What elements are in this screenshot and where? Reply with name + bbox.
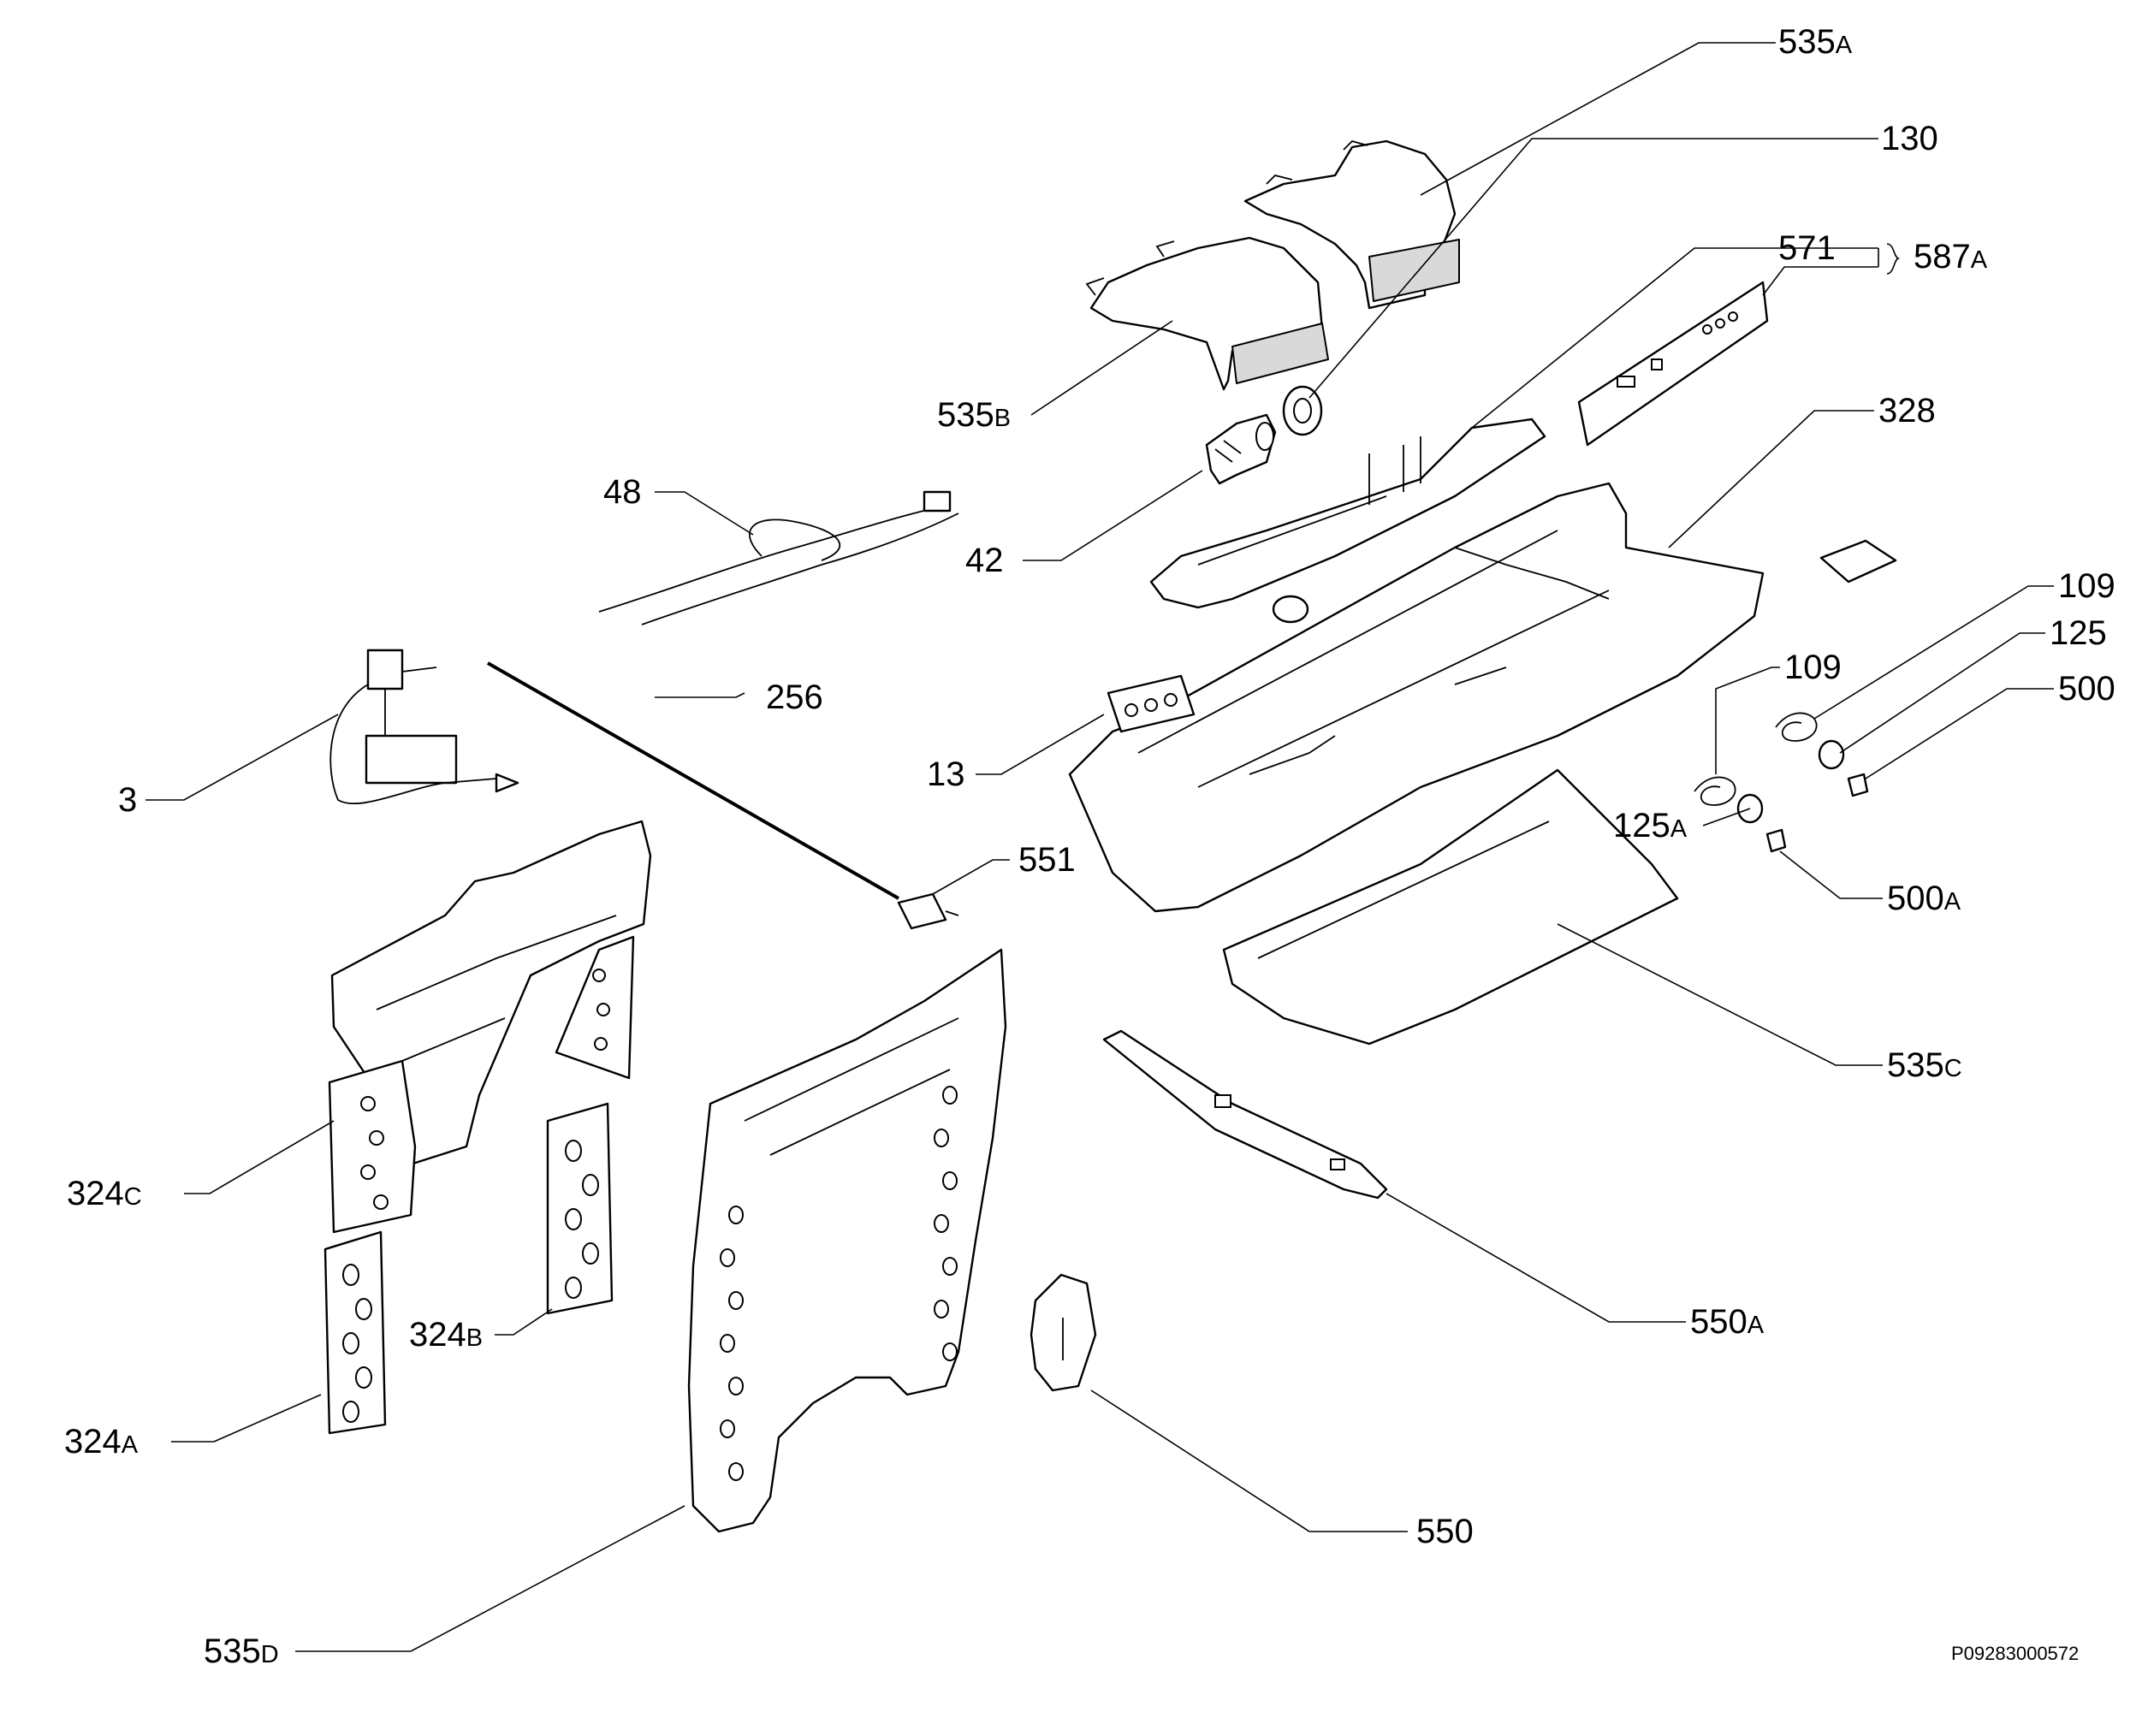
- callout-324a: 324A: [64, 1423, 139, 1460]
- callout-328: 328: [1878, 392, 1936, 430]
- part-550-cover: [1030, 1273, 1097, 1392]
- part-324c-plate: [328, 1059, 417, 1234]
- part-535b-flap: [1085, 236, 1329, 391]
- callout-42: 42: [965, 542, 1004, 579]
- part-551-connector: [897, 892, 959, 930]
- leader-109: [1813, 585, 2054, 720]
- callout-109: 109: [2058, 567, 2115, 605]
- leader-571: [1471, 247, 1840, 429]
- part-130-ring: [1282, 385, 1323, 436]
- callout-13: 13: [927, 755, 965, 793]
- callout-3: 3: [118, 781, 137, 819]
- leader-256: [655, 692, 745, 698]
- callout-256: 256: [766, 678, 823, 716]
- part-550a-rail: [1102, 1029, 1388, 1200]
- callout-550a: 550A: [1690, 1303, 1765, 1341]
- part-500-screw: [1847, 773, 1869, 797]
- part-109-spring-lower: [1694, 776, 1736, 806]
- callout-571: 571: [1778, 229, 1836, 267]
- callout-500: 500: [2058, 670, 2115, 708]
- part-125-ring: [1818, 739, 1845, 770]
- leader-535a: [1420, 42, 1776, 196]
- part-13-insert: [1107, 674, 1196, 733]
- part-3-switch: [329, 649, 519, 804]
- leader-500a: [1779, 850, 1883, 899]
- callout-535b: 535B: [937, 396, 1011, 434]
- leader-3: [145, 714, 339, 801]
- leader-324b: [495, 1308, 553, 1336]
- part-571-control-board: [1577, 281, 1769, 447]
- callout-48: 48: [603, 473, 642, 511]
- callout-535c: 535C: [1887, 1046, 1962, 1084]
- callout-550: 550: [1416, 1513, 1474, 1550]
- callout-109-2: 109: [1784, 649, 1842, 686]
- part-48-wire-harness: [598, 490, 959, 625]
- callout-324b: 324B: [409, 1316, 483, 1354]
- part-500a-screw: [1765, 828, 1787, 853]
- leader-500: [1865, 688, 2054, 779]
- leader-550a: [1386, 1193, 1686, 1323]
- leader-130: [1308, 138, 1878, 399]
- leader-587a: [1762, 266, 1878, 296]
- leader-324a: [171, 1394, 322, 1443]
- leader-535c: [1557, 923, 1883, 1066]
- leader-328: [1668, 410, 1874, 548]
- leader-535d: [295, 1505, 685, 1652]
- callout-324c: 324C: [67, 1175, 142, 1212]
- document-code: P09283000572: [1951, 1643, 2079, 1664]
- leader-550: [1090, 1389, 1408, 1532]
- callout-labels: 535A 130 571 587A 535B 328 48 42 109 125…: [64, 23, 2115, 1670]
- part-328-dispenser-drawer: [1068, 482, 1765, 913]
- callout-500a: 500A: [1887, 880, 1961, 917]
- leader-lines: [145, 42, 2054, 1652]
- callout-551: 551: [1018, 841, 1076, 879]
- part-plate: [1819, 539, 1897, 584]
- callout-125a: 125A: [1613, 807, 1688, 844]
- callout-535d: 535D: [204, 1632, 279, 1670]
- callout-587a: 587A: [1914, 238, 1988, 276]
- part-535c-flap: [1222, 768, 1679, 1046]
- leader-13: [976, 714, 1105, 775]
- leader-42: [1023, 470, 1203, 561]
- leader-109-2: [1715, 667, 1780, 774]
- callout-125: 125: [2050, 614, 2107, 652]
- leader-535b: [1030, 320, 1173, 416]
- leader-48: [655, 491, 754, 536]
- part-109-spring-upper: [1775, 712, 1818, 742]
- callout-535a: 535A: [1778, 23, 1853, 61]
- leader-125a: [1702, 808, 1751, 827]
- part-42-knob: [1205, 413, 1277, 485]
- leader-587a-bracket: [1840, 247, 1879, 267]
- part-324-side-insert: [555, 935, 635, 1080]
- leader-324c: [184, 1120, 335, 1194]
- callout-130: 130: [1881, 120, 1938, 157]
- part-324b-insert: [546, 1102, 614, 1315]
- part-256-rod: [487, 661, 899, 900]
- bracket-587a: [1886, 243, 1901, 275]
- part-seal-ring: [1272, 595, 1309, 624]
- leader-125: [1839, 632, 2045, 754]
- part-pcb-holder: [1149, 418, 1546, 609]
- part-535d-door-panel: [687, 948, 1007, 1533]
- part-535a-flap: [1243, 139, 1460, 310]
- leader-551: [932, 859, 1010, 895]
- part-324a-insert: [323, 1230, 387, 1435]
